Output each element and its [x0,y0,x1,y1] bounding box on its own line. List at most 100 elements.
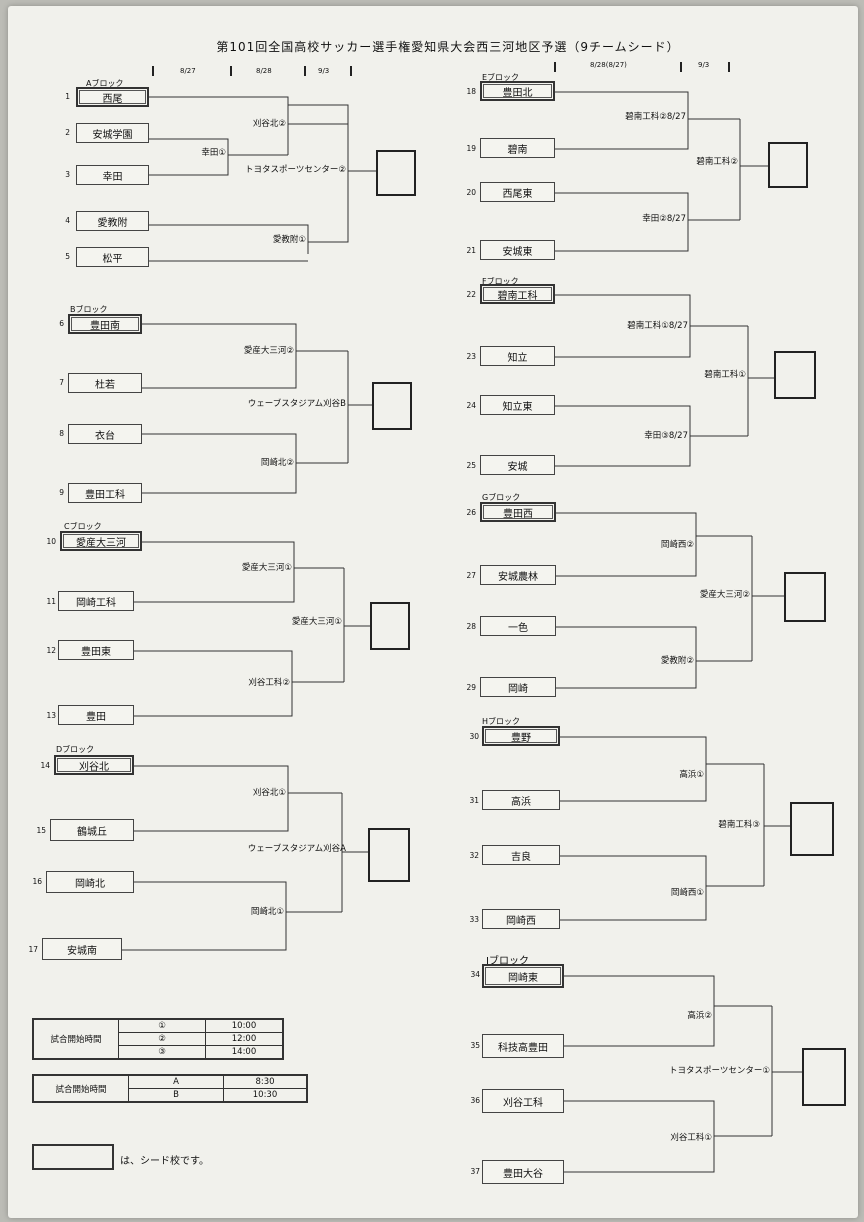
date-tick [152,66,154,76]
team-number: 14 [40,761,50,770]
page-title: 第101回全国高校サッカー選手権愛知県大会西三河地区予選（9チームシード） [216,40,680,54]
team-box: 高浜 [482,790,560,810]
block-label-c: Cブロック [64,522,102,531]
team-number: 17 [28,945,38,954]
team-number: 27 [466,571,476,580]
match-label: 愛産大三河① [241,563,292,573]
match-label: ウェーブスタジアム刈谷A [247,844,346,854]
team-number: 24 [466,401,476,410]
team-number: 28 [466,622,476,631]
winner-box [768,142,808,188]
team-number: 19 [466,144,476,153]
winner-box [790,802,834,856]
team-box: 西尾東 [480,182,555,202]
team-number: 29 [466,683,476,692]
team-box: 安城学園 [76,123,149,143]
team-box: 西尾 [76,87,149,107]
team-number: 30 [469,732,479,741]
match-label: 岡崎北① [250,907,284,917]
date-tick [304,66,306,76]
date-tick [230,66,232,76]
match-label: トヨタスポーツセンター① [669,1066,770,1076]
block-label-d: Dブロック [56,745,95,754]
block-label-i: Iブロック [486,956,529,967]
team-box: 知立 [480,346,555,366]
date-tick [680,62,682,72]
schedule-slot: ① [118,1018,206,1033]
block-label-e: Eブロック [482,73,520,82]
date-label: 8/28 [256,67,272,75]
match-label: 岡崎西② [660,540,694,550]
seed-legend-text: は、シード校です。 [120,1156,209,1167]
team-box: 豊田西 [480,502,556,522]
winner-box [802,1048,846,1106]
schedule-slot: ③ [118,1045,206,1060]
team-box: 安城農林 [480,565,556,585]
team-number: 37 [470,1167,480,1176]
team-number: 9 [59,488,64,497]
team-box: 安城東 [480,240,555,260]
match-label: 幸田②8/27 [642,214,686,224]
team-number: 18 [466,87,476,96]
team-number: 16 [32,877,42,886]
schedule-time: 8:30 [223,1074,308,1089]
match-label: 刈谷工科① [670,1133,712,1143]
team-box: 碧南 [480,138,555,158]
winner-box [370,602,410,650]
team-box: 岡崎東 [482,964,564,988]
team-number: 23 [466,352,476,361]
team-box: 豊田東 [58,640,134,660]
date-label: 8/28(8/27) [590,61,627,69]
block-label-g: Gブロック [482,493,521,502]
team-box: 知立東 [480,395,555,415]
team-number: 2 [65,128,70,137]
team-number: 21 [466,246,476,255]
block-label-f: Fブロック [482,277,519,286]
schedule-table-2: 試合開始時間 A 8:30 B 10:30 [32,1074,308,1103]
match-label: 碧南工科③ [718,820,760,830]
date-tick [350,66,352,76]
team-number: 6 [59,319,64,328]
team-box: 愛産大三河 [60,531,142,551]
winner-box [368,828,410,882]
team-number: 36 [470,1096,480,1105]
team-number: 33 [469,915,479,924]
team-box: 碧南工科 [480,284,555,304]
team-box: 吉良 [482,845,560,865]
team-number: 12 [46,646,56,655]
team-number: 20 [466,188,476,197]
block-label-b: Bブロック [70,305,108,314]
date-label: 9/3 [698,61,710,69]
schedule-time: 14:00 [205,1045,284,1060]
team-number: 5 [65,252,70,261]
team-box: 刈谷北 [54,755,134,775]
team-number: 4 [65,216,70,225]
team-number: 32 [469,851,479,860]
team-box: 松平 [76,247,149,267]
team-box: 岡崎工科 [58,591,134,611]
match-label: トヨタスポーツセンター② [245,165,346,175]
team-number: 1 [65,92,70,101]
team-box: 愛教附 [76,211,149,231]
team-number: 8 [59,429,64,438]
block-label-h: Hブロック [482,717,521,726]
winner-box [372,382,412,430]
schedule-table-1: 試合開始時間 ① 10:00 ② 12:00 ③ 14:00 [32,1018,284,1060]
schedule-slot: B [128,1088,224,1103]
match-label: 愛教附② [660,656,694,666]
team-box: 幸田 [76,165,149,185]
team-box: 刈谷工科 [482,1089,564,1113]
team-box: 科技高豊田 [482,1034,564,1058]
date-label: 9/3 [318,67,330,75]
schedule-header: 試合開始時間 [32,1074,129,1103]
match-label: 愛産大三河② [243,346,294,356]
match-label: 愛産大三河① [291,617,342,627]
schedule-time: 12:00 [205,1032,284,1046]
team-box: 豊田南 [68,314,142,334]
team-number: 25 [466,461,476,470]
match-label: 高浜② [687,1011,712,1021]
team-number: 10 [46,537,56,546]
match-label: 幸田① [201,148,226,158]
team-number: 11 [46,597,56,606]
match-label: 刈谷北② [252,119,286,129]
